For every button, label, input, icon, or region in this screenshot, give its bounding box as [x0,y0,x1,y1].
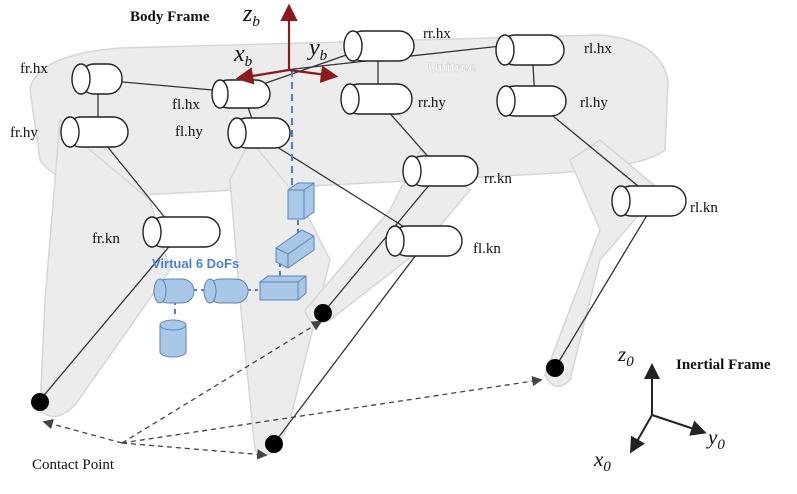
label-fl-kn: fl.kn [473,241,501,257]
link-fl-kn-foot [274,242,426,443]
joint-cylinders [60,30,687,257]
cyl-fr-kn [142,216,221,248]
rl-leg-silhouette [544,139,662,388]
virtual-dofs-label: Virtual 6 DoFs [152,256,240,271]
body-y-label: yb [309,35,328,64]
cyl-rl-hy [496,85,567,117]
body-y-axis [288,65,339,83]
inertial-z-label: z0 [618,342,634,370]
label-rl-kn: rl.kn [690,200,718,216]
cyl-fl-hy [227,117,291,149]
foot-rl [546,359,564,377]
inertial-x-label: x0 [594,447,611,475]
body-frame-axes [235,3,339,85]
foot-rr [314,304,332,322]
inertial-y-axis [651,414,707,436]
virtual-cyl-yaw [159,324,187,358]
label-rr-hx: rr.hx [423,26,451,42]
body-frame-label: Body Frame [130,9,210,25]
label-rr-kn: rr.kn [484,171,512,187]
contact-arrows [42,320,543,460]
link-fr-hy-kn [97,134,176,231]
foot-fr [31,393,49,411]
label-fr-hy: fr.hy [10,125,38,141]
label-rr-hy: rr.hy [418,95,446,111]
cyl-fl-hx [211,79,271,109]
virtual-box-z [287,182,315,220]
cyl-rr-hx [343,30,415,62]
virtual-dofs-chain [153,70,315,358]
inertial-frame-axes [630,363,707,454]
label-rl-hx: rl.hx [584,41,612,57]
cyl-fl-kn [385,225,463,257]
cyl-fr-hy [60,116,129,148]
body-x-axis [235,67,290,85]
cyl-rl-hx [495,34,565,66]
brand-watermark: Unitree [428,59,476,75]
label-fr-hx: fr.hx [20,61,48,77]
label-fl-hx: fl.hx [172,97,200,113]
contact-points [31,304,564,453]
foot-fl [265,435,283,453]
label-fl-hy: fl.hy [175,124,203,140]
link-fr-kn-foot [39,235,179,401]
link-rr-kn-foot [322,171,441,314]
cyl-rr-kn [402,155,479,187]
link-rl-kn-foot [554,201,656,369]
inertial-frame-label: Inertial Frame [676,357,771,373]
fr-leg-silhouette [39,118,171,418]
cyl-rr-hy [340,83,413,115]
link-fl-hy-kn [257,134,426,241]
label-rl-hy: rl.hy [580,95,608,111]
cyl-fr-hx [71,63,123,95]
virtual-box-x [259,275,307,301]
body-x-label: xb [234,41,253,70]
body-z-label: zb [243,1,260,30]
inertial-y-label: y0 [708,425,725,453]
link-rl-hy-kn [535,101,656,201]
inertial-x-axis [630,414,653,454]
contact-point-label: Contact Point [32,457,115,473]
label-fr-kn: fr.kn [92,231,120,247]
cyl-rl-kn [611,185,687,217]
